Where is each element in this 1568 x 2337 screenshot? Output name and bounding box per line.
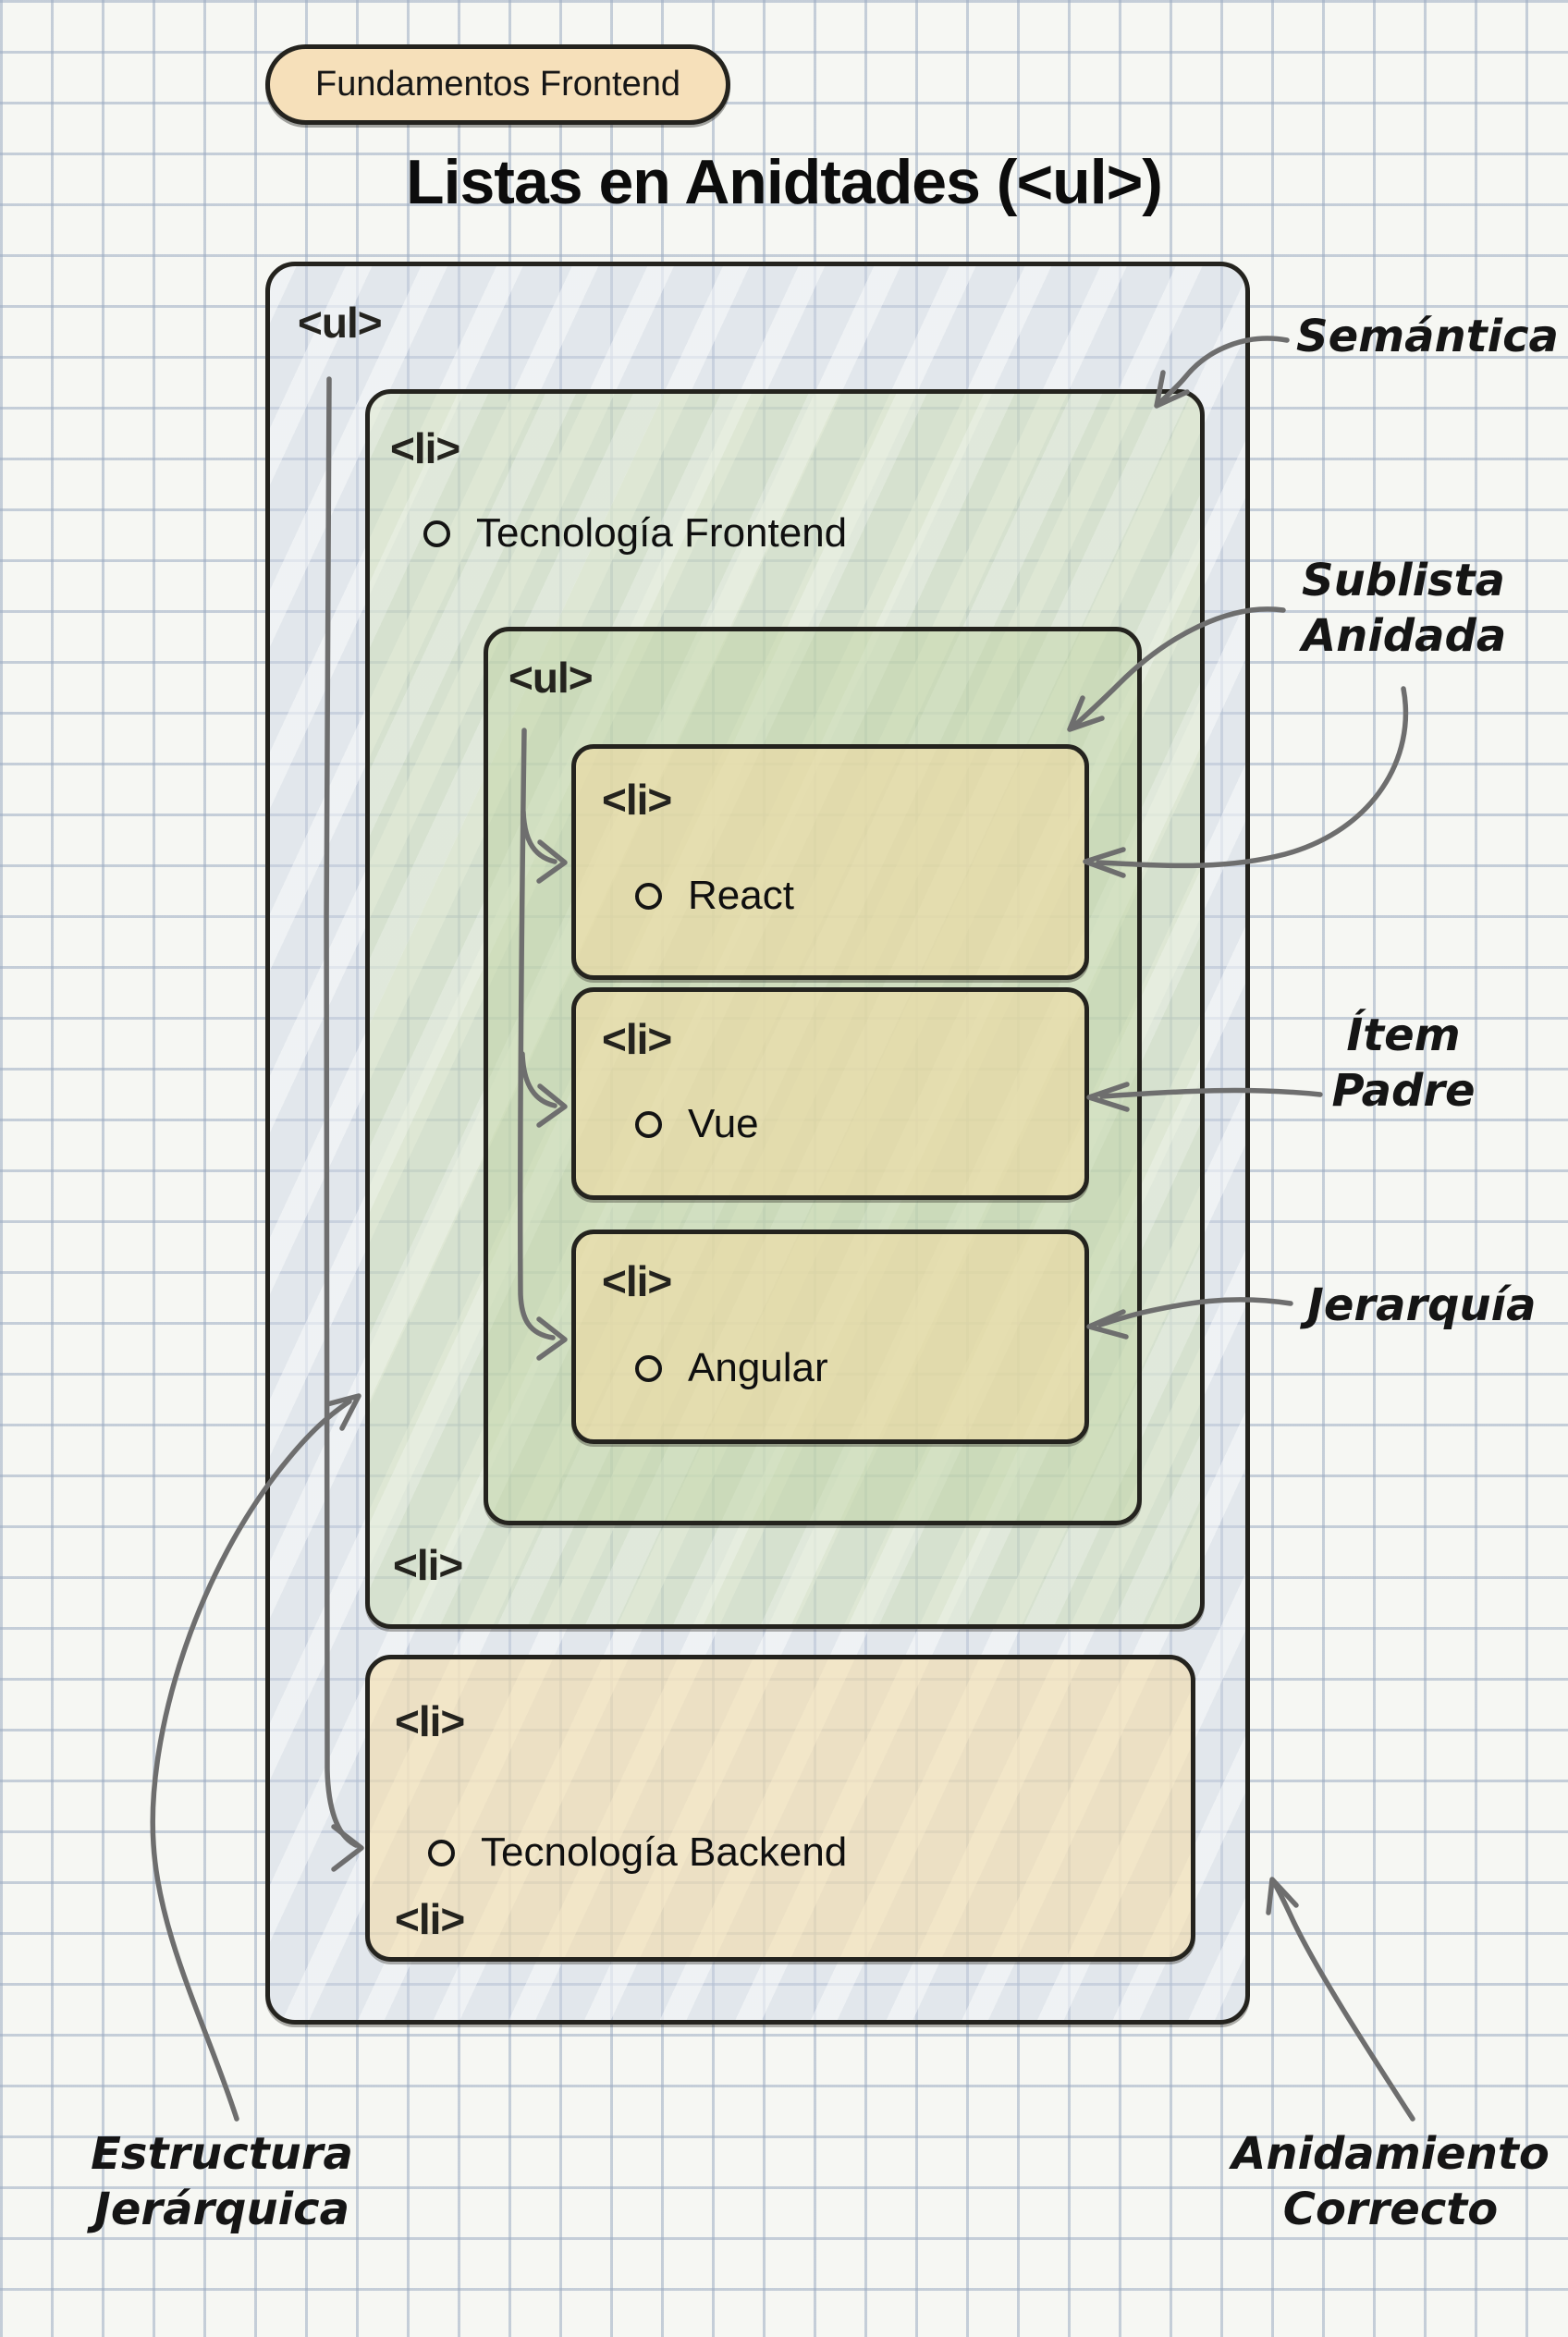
annotation-semantica: Semántica: [1296, 311, 1559, 362]
circle-bullet-icon: [428, 1839, 455, 1866]
backend-li-end-tag: <li>: [395, 1895, 465, 1943]
annotation-sublista-line2: Anidada: [1302, 610, 1507, 662]
nested-item-react-box: <li> React: [571, 744, 1089, 980]
frontend-li-tag: <li>: [390, 424, 460, 472]
backend-item-row: Tecnología Backend: [428, 1829, 847, 1876]
circle-bullet-icon: [635, 1110, 662, 1138]
circle-bullet-icon: [635, 1354, 662, 1382]
li-tag: <li>: [602, 776, 672, 824]
frontend-li-end-tag: <li>: [393, 1541, 463, 1589]
topic-badge: Fundamentos Frontend: [265, 44, 730, 125]
circle-bullet-icon: [635, 882, 662, 910]
annotation-anidamiento: Anidamiento Correcto: [1217, 2126, 1564, 2237]
backend-li-tag: <li>: [395, 1697, 465, 1745]
annotation-item-padre-line1: Ítem: [1346, 1009, 1461, 1061]
angular-item-label: Angular: [688, 1345, 828, 1390]
frontend-item-label: Tecnología Frontend: [476, 510, 848, 556]
annotation-sublista-line1: Sublista: [1302, 555, 1505, 606]
li-tag: <li>: [602, 1257, 672, 1305]
outer-ul-tag: <ul>: [298, 299, 383, 347]
li-tag: <li>: [602, 1015, 672, 1063]
react-item-row: React: [635, 873, 794, 919]
react-item-label: React: [688, 873, 794, 918]
anidamiento-arrow: [1266, 1877, 1415, 2122]
nested-item-vue-box: <li> Vue: [571, 987, 1089, 1200]
vue-item-row: Vue: [635, 1101, 759, 1147]
angular-item-row: Angular: [635, 1345, 828, 1391]
nested-item-angular-box: <li> Angular: [571, 1230, 1089, 1444]
nested-ul-tag: <ul>: [508, 654, 594, 702]
page-title: Listas en Anidtades (<ul>): [406, 147, 1163, 217]
annotation-estructura-line2: Jerárquica: [94, 2184, 349, 2235]
annotation-anidamiento-line2: Correcto: [1282, 2184, 1499, 2235]
circle-bullet-icon: [423, 520, 450, 547]
annotation-item-padre-line2: Padre: [1331, 1065, 1476, 1117]
annotation-anidamiento-line1: Anidamiento: [1231, 2128, 1550, 2180]
annotation-estructura-line1: Estructura: [91, 2128, 353, 2180]
annotation-item-padre: Ítem Padre: [1329, 1008, 1477, 1119]
backend-li-box: <li> Tecnología Backend <li>: [365, 1655, 1195, 1962]
annotation-sublista: Sublista Anidada: [1302, 553, 1507, 664]
topic-badge-label: Fundamentos Frontend: [314, 65, 680, 104]
vue-item-label: Vue: [688, 1101, 759, 1146]
backend-item-label: Tecnología Backend: [481, 1829, 848, 1875]
frontend-item-row: Tecnología Frontend: [423, 510, 847, 557]
annotation-jerarquia: Jerarquía: [1307, 1279, 1537, 1331]
annotation-estructura: Estructura Jerárquica: [46, 2126, 398, 2237]
